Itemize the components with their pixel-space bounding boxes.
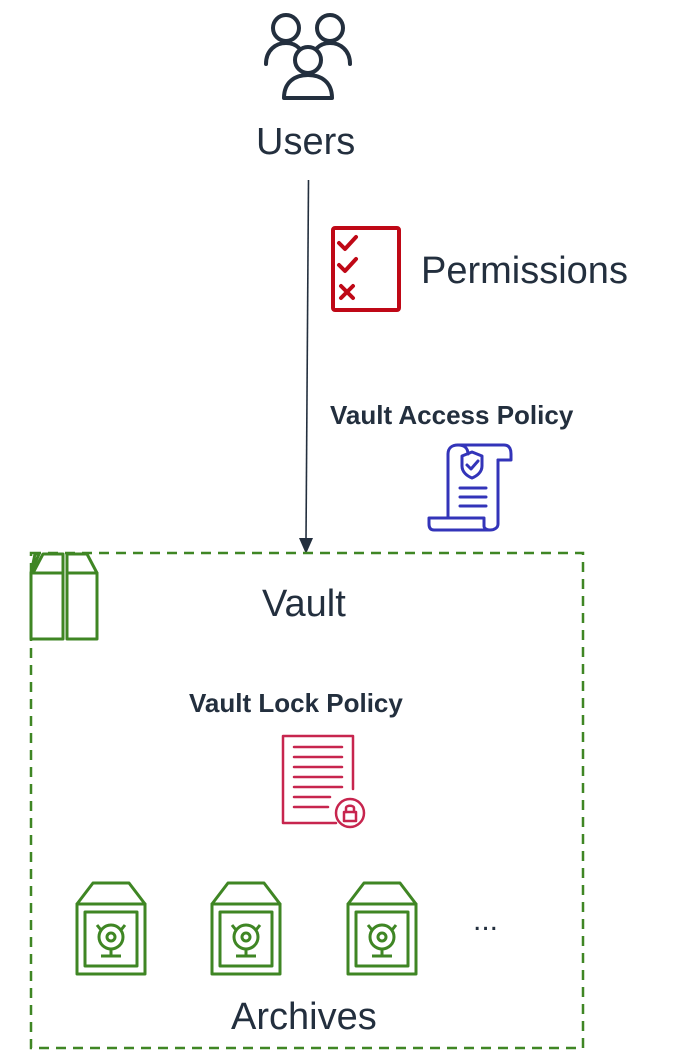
- archive-icon: [210, 880, 282, 976]
- vault-access-policy-label: Vault Access Policy: [330, 400, 574, 430]
- archive-icon: [75, 880, 147, 976]
- checklist-icon: [330, 225, 402, 313]
- archives-label: Archives: [231, 996, 377, 1038]
- vault-label: Vault: [262, 583, 346, 625]
- glacier-vault-icon: [29, 551, 101, 641]
- users-label: Users: [256, 121, 356, 163]
- access-arrow: [298, 180, 318, 555]
- permissions-label: Permissions: [421, 250, 628, 292]
- archive-icon: [346, 880, 418, 976]
- archives-ellipsis: ...: [473, 904, 499, 937]
- users-icon: [262, 8, 354, 102]
- vault-lock-policy-label: Vault Lock Policy: [189, 688, 403, 718]
- locked-document-icon: [280, 733, 372, 833]
- vault-container: [29, 551, 586, 1051]
- policy-scroll-icon: [426, 442, 514, 532]
